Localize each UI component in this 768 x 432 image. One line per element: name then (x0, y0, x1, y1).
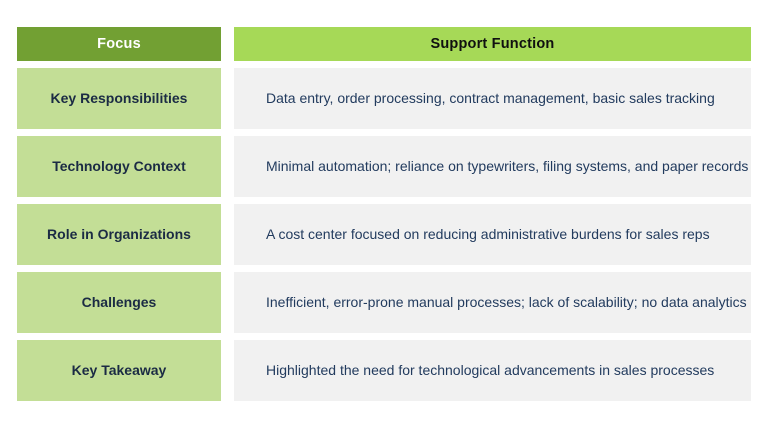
table-row: Key Responsibilities Data entry, order p… (17, 68, 751, 129)
table-header-cell-support: Support Function (234, 27, 751, 61)
table-header-label-support: Support Function (430, 36, 555, 52)
table-cell-support: Data entry, order processing, contract m… (234, 68, 751, 129)
table-header-row: Focus Support Function (17, 27, 751, 61)
table-cell-focus-label: Key Responsibilities (50, 90, 188, 107)
table-cell-support: Inefficient, error-prone manual processe… (234, 272, 751, 333)
table-row: Role in Organizations A cost center focu… (17, 204, 751, 265)
table-header-label-focus: Focus (97, 36, 141, 52)
table-cell-focus-label: Challenges (81, 294, 157, 311)
table-cell-focus-label: Technology Context (52, 158, 186, 175)
table-cell-focus-label: Key Takeaway (71, 362, 167, 379)
table-cell-support: Minimal automation; reliance on typewrit… (234, 136, 751, 197)
table-cell-focus: Key Takeaway (17, 340, 221, 401)
table-row: Challenges Inefficient, error-prone manu… (17, 272, 751, 333)
table-cell-support-text: Highlighted the need for technological a… (266, 362, 715, 379)
table-cell-support-text: A cost center focused on reducing admini… (266, 226, 710, 243)
table-row: Technology Context Minimal automation; r… (17, 136, 751, 197)
table-cell-support: A cost center focused on reducing admini… (234, 204, 751, 265)
table-header-cell-focus: Focus (17, 27, 221, 61)
table-cell-focus: Role in Organizations (17, 204, 221, 265)
table-cell-focus: Challenges (17, 272, 221, 333)
table-cell-focus: Key Responsibilities (17, 68, 221, 129)
comparison-table: Focus Support Function Key Responsibilit… (17, 27, 751, 401)
table-cell-focus-label: Role in Organizations (47, 226, 191, 243)
table-row: Key Takeaway Highlighted the need for te… (17, 340, 751, 401)
table-cell-support-text: Inefficient, error-prone manual processe… (266, 294, 747, 311)
table-cell-support-text: Minimal automation; reliance on typewrit… (266, 158, 749, 175)
table-cell-support-text: Data entry, order processing, contract m… (266, 90, 715, 107)
table-cell-support: Highlighted the need for technological a… (234, 340, 751, 401)
table-cell-focus: Technology Context (17, 136, 221, 197)
